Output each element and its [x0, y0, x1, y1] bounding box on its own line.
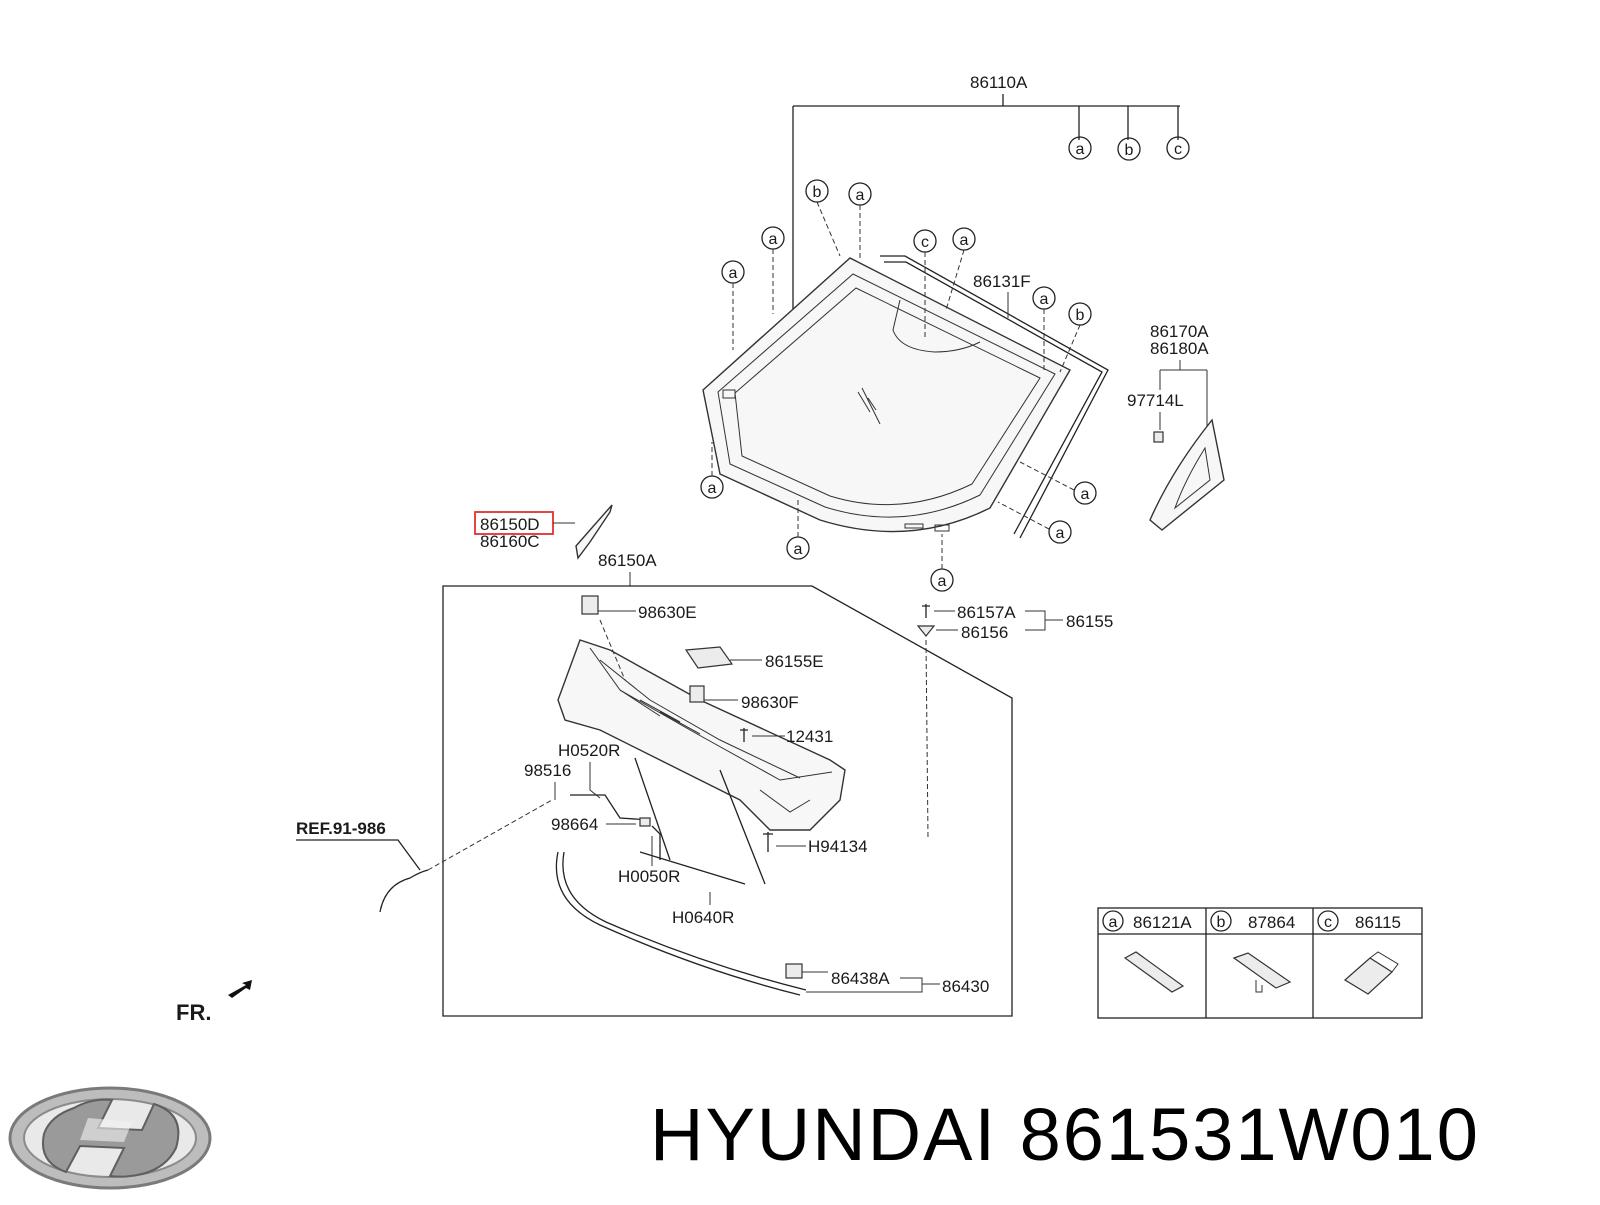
svg-text:a: a	[856, 187, 865, 204]
callout-a: a	[1048, 520, 1072, 544]
callout-a: a	[786, 536, 810, 560]
callout-a: a	[721, 260, 745, 284]
part-label-98630F: 98630F	[741, 693, 799, 712]
part-label-H0520R: H0520R	[558, 741, 620, 760]
svg-text:a: a	[1076, 141, 1085, 158]
ref-label: REF.91-986	[296, 819, 386, 838]
brand-name: HYUNDAI	[650, 1093, 998, 1176]
part-label-98516: 98516	[524, 761, 571, 780]
legend-cell-b: b 87864	[1210, 910, 1295, 993]
legend-part-86121A: 86121A	[1133, 913, 1192, 932]
part-label-86157A: 86157A	[957, 603, 1016, 622]
callout-a: a	[1073, 481, 1097, 505]
svg-text:b: b	[1217, 914, 1226, 931]
part-label-H0050R: H0050R	[618, 867, 680, 886]
part-label-12431: 12431	[786, 727, 833, 746]
svg-text:b: b	[813, 184, 822, 201]
trim-86150D: 86150D 86160C	[474, 504, 613, 560]
part-label-86150D: 86150D	[480, 515, 540, 534]
svg-text:a: a	[1109, 914, 1118, 931]
part-label-98630E: 98630E	[638, 603, 697, 622]
legend-cell-a: a 86121A	[1102, 910, 1192, 993]
part-number: 861531W010	[1019, 1093, 1480, 1176]
molding-86131F: 86131F	[880, 255, 1109, 539]
reference-91-986: REF.91-986	[296, 799, 553, 913]
callout-b: b	[1117, 137, 1141, 161]
part-label-H94134: H94134	[808, 837, 868, 856]
cowl-assembly: 86150A 98630E 86155E 98630F 12431 H0520R…	[442, 551, 1013, 1017]
callout-a: a	[1068, 136, 1092, 160]
clip-group-86155: 86157A 86156 86155	[916, 603, 1113, 839]
callout-a: a	[848, 182, 872, 206]
callout-a: a	[761, 226, 785, 250]
part-label-H0640R: H0640R	[672, 908, 734, 927]
front-direction: FR.	[176, 980, 252, 1025]
svg-text:a: a	[794, 541, 803, 558]
svg-text:c: c	[1174, 141, 1182, 158]
part-label-86131F: 86131F	[973, 272, 1031, 291]
svg-text:a: a	[1081, 486, 1090, 503]
legend-cell-c: c 86115	[1317, 910, 1401, 995]
callout-c: c	[1166, 136, 1190, 160]
svg-text:a: a	[729, 265, 738, 282]
legend-table: a 86121A b 87864 c 86115	[1097, 907, 1423, 1019]
callout-a: a	[700, 475, 724, 499]
svg-text:c: c	[921, 234, 929, 251]
legend-part-86115: 86115	[1355, 913, 1401, 932]
arrow-icon	[228, 980, 252, 998]
part-label-86180A: 86180A	[1150, 339, 1209, 358]
part-label-86155E: 86155E	[765, 652, 824, 671]
part-label-86170A: 86170A	[1150, 322, 1209, 341]
svg-text:a: a	[960, 232, 969, 249]
svg-text:c: c	[1324, 914, 1332, 931]
brand-part-number: HYUNDAI 861531W010	[650, 1080, 1590, 1190]
svg-text:a: a	[769, 231, 778, 248]
front-label: FR.	[176, 1000, 211, 1025]
windshield-label-group: 86110A a b c	[792, 73, 1190, 384]
hyundai-logo	[8, 1086, 212, 1190]
callout-a: a	[1032, 286, 1056, 310]
svg-text:a: a	[708, 480, 717, 497]
svg-text:b: b	[1076, 307, 1085, 324]
part-label-86155: 86155	[1066, 612, 1113, 631]
part-label-86160C: 86160C	[480, 532, 540, 551]
part-label-97714L: 97714L	[1127, 391, 1184, 410]
svg-text:b: b	[1125, 142, 1134, 159]
callout-b: b	[805, 179, 829, 203]
quarter-glass: 86170A 86180A 97714L	[1127, 322, 1225, 531]
part-label-86430: 86430	[942, 977, 989, 996]
legend-part-87864: 87864	[1248, 913, 1295, 932]
part-label-86438A: 86438A	[831, 969, 890, 988]
callout-c: c	[913, 229, 937, 253]
part-label-86150A: 86150A	[598, 551, 657, 570]
glass-callouts: b a a a c a a b a a a a a	[700, 179, 1097, 592]
callout-b: b	[1068, 302, 1092, 326]
svg-text:a: a	[938, 573, 947, 590]
callout-a: a	[930, 568, 954, 592]
windshield-glass	[702, 257, 1071, 533]
part-label-86156: 86156	[961, 623, 1008, 642]
svg-text:a: a	[1056, 525, 1065, 542]
svg-text:a: a	[1040, 291, 1049, 308]
part-label-98664: 98664	[551, 815, 598, 834]
callout-a: a	[952, 227, 976, 251]
part-label-86110A: 86110A	[970, 73, 1028, 92]
